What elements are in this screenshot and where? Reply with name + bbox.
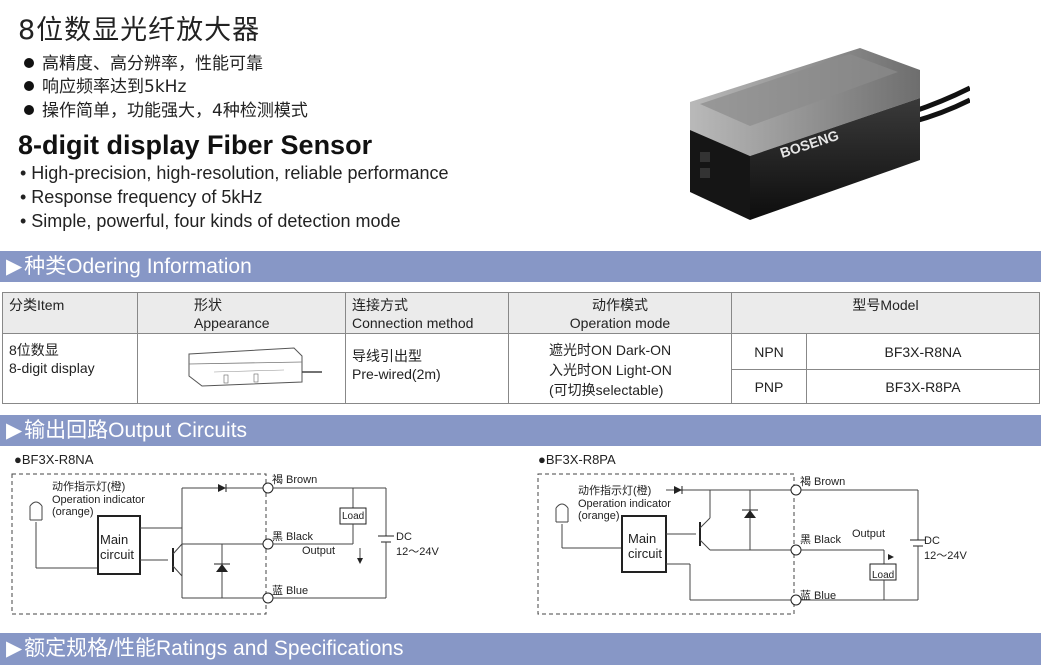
cell-model-pnp: BF3X-R8PA bbox=[806, 369, 1040, 404]
npn-brown-label: 褐 Brown bbox=[272, 474, 318, 486]
pnp-output-label: Output bbox=[852, 528, 886, 540]
pnp-load-label: Load bbox=[872, 570, 895, 581]
section-ordering-bar: ▶种类Odering Information bbox=[0, 251, 1041, 282]
bullet-en-1: • High-precision, high-resolution, relia… bbox=[20, 163, 449, 183]
pnp-indicator-label: 动作指示灯(橙)Operation indicator(orange) bbox=[578, 485, 671, 522]
pnp-black-label: 黑 Black bbox=[800, 534, 841, 546]
pnp-blue-label: 蓝 Blue bbox=[800, 590, 837, 602]
header-model: 型号Model bbox=[731, 292, 1040, 334]
section-output-bar: ▶输出回路Output Circuits bbox=[0, 415, 1041, 446]
triangle-icon: ▶ bbox=[6, 255, 23, 278]
cell-model-npn: BF3X-R8NA bbox=[806, 333, 1040, 370]
fiber-sensor-product-image: BOSENG bbox=[690, 48, 970, 220]
cell-type-npn: NPN bbox=[731, 333, 807, 370]
pnp-brown-label: 褐 Brown bbox=[800, 476, 846, 488]
pnp-circuit-title: ●BF3X-R8PA bbox=[538, 452, 616, 467]
npn-circuit-diagram bbox=[11, 473, 394, 615]
cell-type-pnp: PNP bbox=[731, 369, 807, 404]
triangle-icon: ▶ bbox=[6, 419, 23, 442]
bullet-dot-icon bbox=[24, 58, 34, 68]
npn-load-label: Load bbox=[342, 511, 365, 522]
npn-main-circuit-label: Main circuit bbox=[100, 532, 134, 562]
table-row: PNP BF3X-R8PA bbox=[3, 369, 1040, 404]
header-item: 分类Item bbox=[2, 292, 138, 334]
cell-appearance bbox=[137, 333, 346, 404]
npn-output-label: Output bbox=[302, 545, 336, 557]
sensor-outline-drawing bbox=[188, 347, 322, 387]
bullet-en-2: • Response frequency of 5kHz bbox=[20, 187, 263, 207]
title-chinese: 8位数显光纤放大器 bbox=[18, 15, 261, 46]
bullet-cn-3: 操作简单，功能强大，4种检测模式 bbox=[24, 96, 308, 121]
bullet-dot-icon bbox=[24, 81, 34, 91]
title-english: 8-digit display Fiber Sensor bbox=[18, 130, 373, 160]
bullet-cn-1: 高精度、高分辨率，性能可靠 bbox=[24, 49, 263, 74]
npn-black-label: 黑 Black bbox=[272, 531, 313, 543]
pnp-circuit-diagram bbox=[537, 473, 926, 615]
triangle-icon: ▶ bbox=[6, 637, 23, 660]
npn-indicator-label: 动作指示灯(橙)Operation indicator(orange) bbox=[52, 481, 145, 518]
bullet-en-3: • Simple, powerful, four kinds of detect… bbox=[20, 211, 401, 231]
bullet-cn-2: 响应频率达到5kHz bbox=[24, 72, 186, 97]
bullet-dot-icon bbox=[24, 105, 34, 115]
npn-circuit-title: ●BF3X-R8NA bbox=[14, 452, 94, 467]
npn-blue-label: 蓝 Blue bbox=[272, 585, 309, 597]
section-ratings-bar: ▶额定规格/性能Ratings and Specifications bbox=[0, 633, 1041, 665]
pnp-main-circuit-label: Main circuit bbox=[628, 531, 662, 561]
